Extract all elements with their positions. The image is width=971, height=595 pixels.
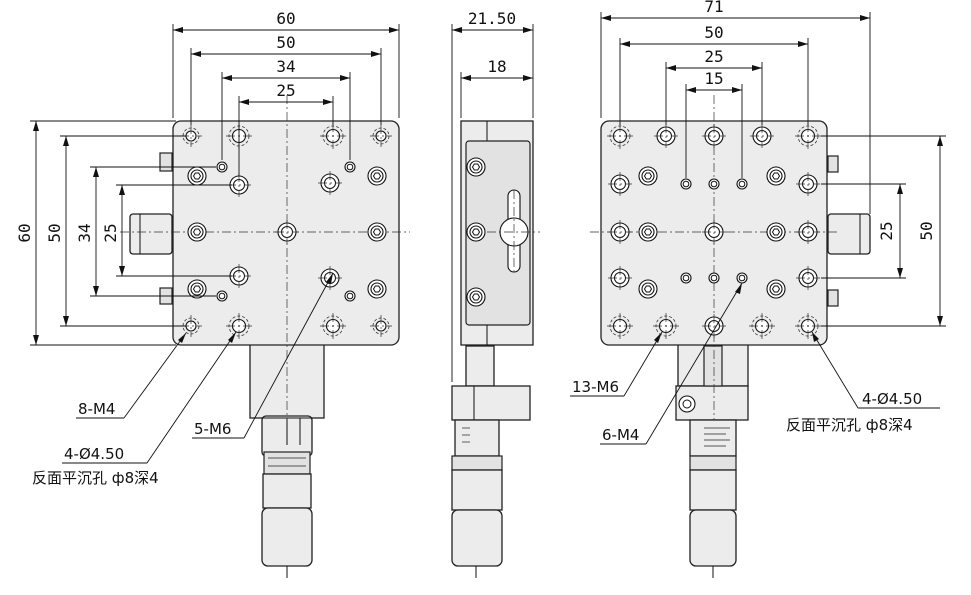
front-dim-width-25: 25 — [276, 81, 295, 100]
right-micrometer-thimble — [689, 469, 737, 511]
right-callout-6-m4: 6-M4 — [602, 426, 639, 444]
right-side-tab-bottom — [827, 289, 839, 307]
front-micrometer-thimble — [262, 473, 312, 509]
front-callout-counterbore: 反面平沉孔 ф8深4 — [32, 469, 159, 487]
front-callout-holes: 4-Ø4.50 — [64, 445, 124, 463]
front-dim-width-34: 34 — [276, 57, 295, 76]
front-callout-8-m4: 8-M4 — [78, 400, 115, 418]
front-dim-height-50: 50 — [45, 223, 64, 242]
side-micrometer-thimble — [451, 469, 503, 511]
right-micrometer-knob — [689, 509, 737, 567]
front-side-tab-top — [159, 152, 173, 172]
side-guide-rail — [465, 140, 531, 326]
right-dim-width-15: 15 — [704, 69, 723, 88]
front-dim-width-50: 50 — [276, 33, 295, 52]
right-micrometer-barrel — [689, 419, 737, 457]
side-dim-21-50: 21.50 — [468, 9, 516, 28]
right-callout-13-m6: 13-M6 — [572, 378, 619, 396]
right-side-tab-top — [827, 155, 839, 173]
right-dim-width-50: 50 — [704, 23, 723, 42]
front-dim-width-60: 60 — [276, 9, 295, 28]
right-dim-width-71: 71 — [704, 0, 723, 16]
right-micrometer-scale — [689, 455, 737, 471]
side-micrometer-mount — [465, 345, 495, 387]
side-view: 21.50 18 — [451, 9, 540, 578]
right-view: 71 50 25 15 25 50 13-M6 6-M4 4-Ø4.50 反面平… — [570, 0, 946, 578]
right-dim-height-25: 25 — [877, 221, 896, 240]
front-micrometer-thimble-scale — [263, 451, 311, 475]
right-lock-knob — [827, 213, 871, 255]
front-dim-height-34: 34 — [75, 223, 94, 242]
front-view: 60 50 34 25 60 50 34 25 — [15, 9, 410, 578]
front-lock-knob — [129, 213, 173, 255]
side-micrometer-knob — [451, 509, 503, 567]
side-dim-18: 18 — [487, 57, 506, 76]
right-dim-height-50: 50 — [917, 221, 936, 240]
right-callout-counterbore: 反面平沉孔 ф8深4 — [786, 416, 913, 434]
right-spindle — [703, 345, 723, 387]
front-dim-height-25: 25 — [101, 223, 120, 242]
front-callout-5-m6: 5-M6 — [194, 420, 231, 438]
front-dim-height-60: 60 — [15, 223, 34, 242]
side-carriage-block — [451, 385, 531, 421]
front-micrometer-knob — [261, 507, 313, 567]
side-micrometer-barrel — [454, 419, 500, 457]
right-dim-width-25: 25 — [704, 47, 723, 66]
right-callout-holes: 4-Ø4.50 — [862, 390, 922, 408]
side-micrometer-scale — [451, 455, 503, 471]
